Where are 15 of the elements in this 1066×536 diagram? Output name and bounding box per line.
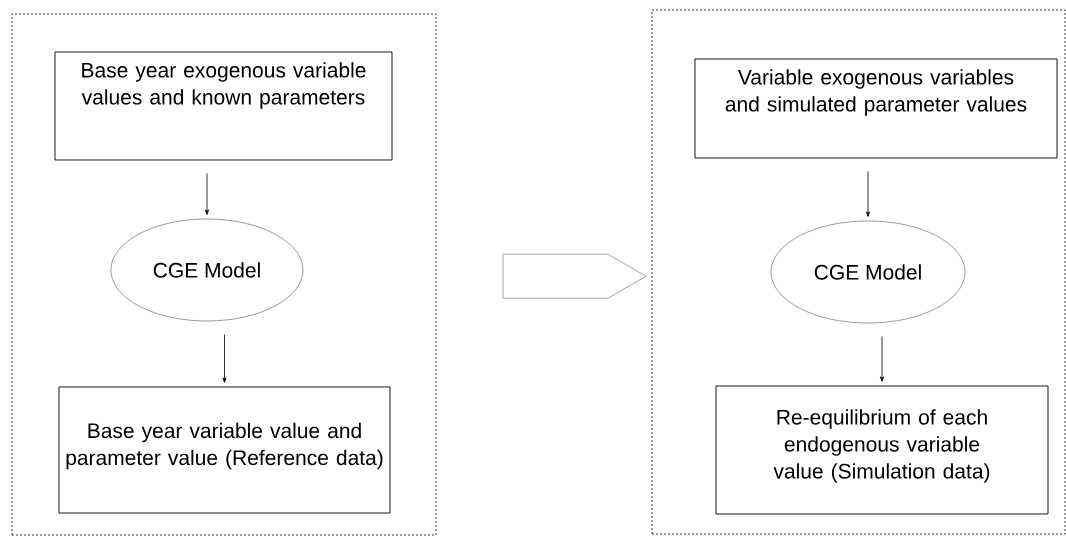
block-arrow [502, 253, 647, 299]
process-box [54, 51, 393, 161]
arrow [222, 334, 227, 383]
process-box [715, 385, 1049, 515]
process-box [58, 386, 391, 514]
box-text: Re-equilibrium of each endogenous variable value (Simulation data) [773, 409, 990, 483]
box-text: Base year exogenous variable values and known parameters [81, 62, 366, 109]
process-box [694, 58, 1058, 159]
box-text: Variable exogenous variables and simulated parameter values [725, 69, 1027, 116]
arrow [880, 336, 884, 382]
arrow [866, 171, 870, 217]
dashed-frame [11, 13, 437, 536]
dashed-frame [651, 9, 1066, 535]
arrow [205, 173, 209, 215]
box-text: Base year variable value and parameter value (Reference data) [66, 422, 383, 470]
